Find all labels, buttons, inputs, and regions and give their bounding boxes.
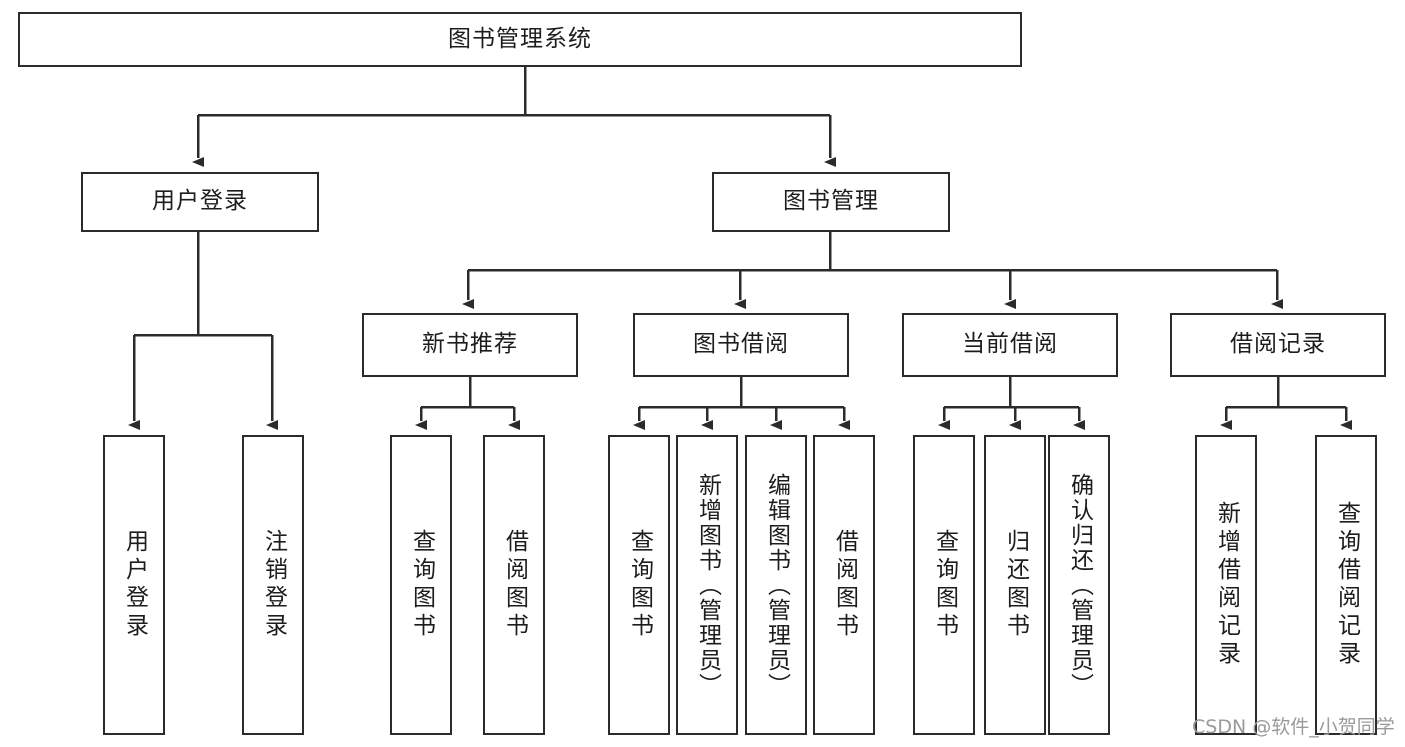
leaf-query-borrow-record[interactable]: 查询借阅记录 [1315,435,1377,735]
leaf-query-book-recommend[interactable]: 查询图书 [390,435,452,735]
leaf-user-login[interactable]: 用户登录 [103,435,165,735]
leaf-borrow-book[interactable]: 借阅图书 [813,435,875,735]
leaf-query-book-current[interactable]: 查询图书 [913,435,975,735]
node-root[interactable]: 图书管理系统 [18,12,1022,67]
leaf-add-book-admin[interactable]: 新增图书（管理员） [676,435,738,735]
leaf-add-borrow-record[interactable]: 新增借阅记录 [1195,435,1257,735]
watermark: CSDN @软件_小贺同学 [1192,716,1395,738]
leaf-edit-book-admin[interactable]: 编辑图书（管理员） [745,435,807,735]
leaf-confirm-return-admin[interactable]: 确认归还（管理员） [1048,435,1110,735]
leaf-user-logout[interactable]: 注销登录 [242,435,304,735]
leaf-borrow-book-recommend[interactable]: 借阅图书 [483,435,545,735]
node-level2-user-login[interactable]: 用户登录 [81,172,319,232]
node-level3-borrow-record[interactable]: 借阅记录 [1170,313,1386,377]
node-level2-book-management[interactable]: 图书管理 [712,172,950,232]
node-level3-current-borrow[interactable]: 当前借阅 [902,313,1118,377]
leaf-return-book[interactable]: 归还图书 [984,435,1046,735]
node-level3-new-book-recommend[interactable]: 新书推荐 [362,313,578,377]
leaf-query-book-borrow[interactable]: 查询图书 [608,435,670,735]
node-level3-book-borrow[interactable]: 图书借阅 [633,313,849,377]
